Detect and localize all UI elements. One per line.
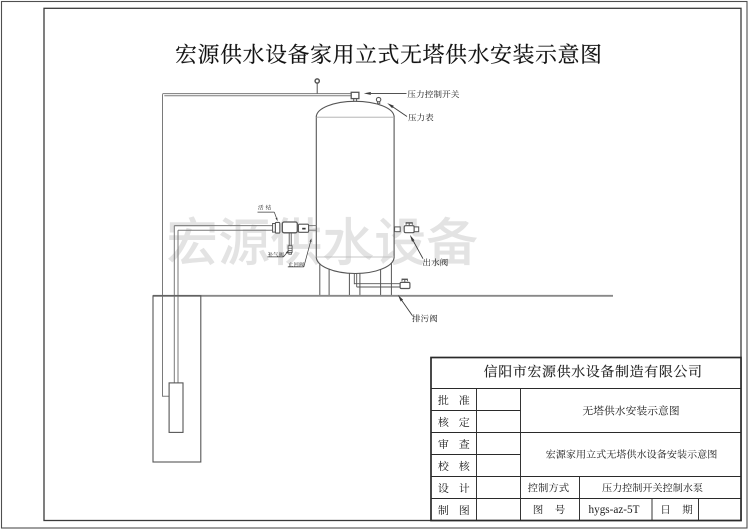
air-valve-leader-line — [283, 252, 287, 258]
pressure-switch-label: 压力控制开关 — [407, 90, 460, 98]
outlet-stub — [413, 226, 420, 233]
drawing-title: 宏源供水设备家用立式无塔供水安装示意图 — [176, 43, 601, 65]
outlet-valve-leader-line — [412, 240, 424, 259]
tb-drawing-no-label: 图 号 — [533, 504, 565, 515]
title-block-border — [430, 356, 742, 522]
inner-border — [43, 7, 742, 522]
drain-valve-leader-line — [401, 300, 413, 317]
tb-control-mode-value: 压力控制开关控制水泵 — [602, 482, 703, 493]
riser-ball-icon — [314, 78, 321, 84]
pressure-gauge-leader-arrowhead-icon — [387, 103, 394, 109]
pressure-gauge-symbol — [375, 96, 382, 103]
check-valve-label: 止回阀 — [288, 261, 304, 267]
pipe-union-label: 活结 — [258, 204, 272, 210]
tb-verify-label: 核 定 — [438, 416, 470, 428]
piping-diagram — [152, 78, 613, 463]
air-valve-body — [287, 245, 293, 253]
tb-review-label: 审 查 — [438, 438, 470, 450]
tank-top-dome — [315, 100, 395, 118]
tb-drawing-name-full: 宏源家用立式无塔供水设备安装示意图 — [546, 449, 717, 459]
pressure-switch-symbol — [350, 91, 360, 100]
tb-drawing-no-value: hygs-az-5T — [589, 504, 640, 516]
pump-cable-line — [162, 94, 170, 397]
tb-date-label: 日 期 — [662, 504, 693, 515]
drain-valve-label: 排污阀 — [412, 314, 438, 323]
check-valve-leader-arrowhead-icon — [309, 238, 312, 242]
pipe-union-leader-arrowhead-icon — [275, 217, 278, 222]
outlet-valve-label: 出水阀 — [423, 258, 448, 267]
tb-draft-label: 制 图 — [438, 505, 470, 516]
air-valve-label: 补气阀 — [267, 251, 284, 257]
union-nut-large — [274, 221, 281, 234]
check-valve-body — [281, 221, 298, 234]
air-valve-leader-arrowhead-icon — [285, 250, 289, 254]
tb-approve-label: 批 准 — [438, 394, 470, 406]
tb-drawing-name-short: 无塔供水安装示意图 — [582, 405, 679, 416]
outlet-valve-leader-arrowhead-icon — [409, 234, 415, 242]
pressure-gauge-label: 压力表 — [408, 113, 434, 122]
tb-drawing-no-label-text: 图 号 — [549, 504, 558, 510]
check-valve-leader-line — [303, 241, 311, 267]
pressure-switch-leader-arrowhead-icon — [363, 92, 371, 95]
annotations: 压力控制开关 压力表 出水阀 排污阀 活结 补气阀 止回阀 — [257, 90, 460, 323]
pressure-gauge-leader-line — [392, 106, 408, 117]
company-name: 信阳市宏源供水设备制造有限公司 — [483, 364, 701, 378]
tb-approve-label-text: 批 准 — [454, 395, 463, 401]
well-outline — [152, 295, 202, 463]
tb-design-label: 设 计 — [438, 482, 470, 494]
tb-proof-label: 校 核 — [438, 460, 470, 472]
title-block: 信阳市宏源供水设备制造有限公司批 准核 定审 查校 核设 计制 图 无塔供水安装示… — [430, 356, 742, 522]
air-valve-cap — [288, 251, 292, 255]
outlet-valve-body — [403, 225, 415, 234]
drain-valve-body — [399, 281, 411, 290]
pressure-tank — [315, 100, 395, 275]
drain-valve-leader-arrowhead-icon — [397, 294, 404, 302]
pipe-union-leader-line — [273, 211, 277, 219]
small-valve-dash — [302, 227, 306, 230]
outlet-nipple — [394, 226, 401, 233]
submersible-pump — [168, 382, 184, 433]
tb-control-mode-label: 控制方式 — [527, 482, 569, 493]
